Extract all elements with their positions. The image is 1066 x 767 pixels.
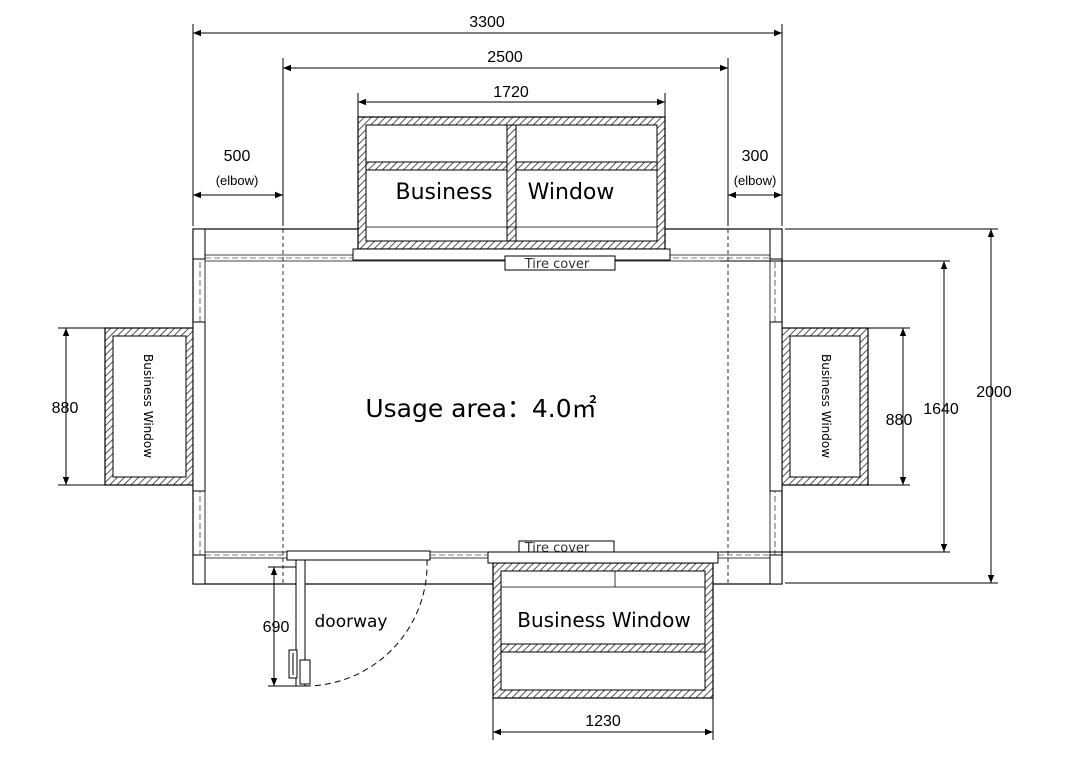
dim-2500-label: 2500 — [487, 49, 523, 66]
dim-1640-label: 1640 — [923, 401, 959, 418]
dim-500-label: 500 — [224, 148, 251, 165]
dim-300-label: 300 — [742, 148, 769, 165]
dimension-lines — [62, 29, 995, 736]
right-window-label: Business Window — [819, 354, 833, 458]
tire-cover-top-label: Tire cover — [524, 257, 590, 272]
dimension-labels: 3300 2500 1720 500 (elbow) 300 (elbow) 8… — [52, 14, 1012, 730]
dim-3300-label: 3300 — [469, 14, 505, 31]
tire-cover-top: Tire cover — [504, 255, 616, 272]
doorway-label: doorway — [315, 612, 388, 632]
doorway: doorway — [286, 550, 431, 687]
dim-500-note: (elbow) — [216, 173, 259, 188]
left-window-label: Business Window — [141, 354, 155, 458]
dim-1720-label: 1720 — [493, 84, 529, 101]
dim-2000-label: 2000 — [976, 384, 1012, 401]
door-handle-icon — [288, 649, 311, 685]
top-window-label-window: Window — [528, 180, 615, 205]
top-business-window: Business Window — [352, 116, 671, 261]
dim-1230-label: 1230 — [585, 713, 621, 730]
right-business-window: Business Window — [769, 321, 869, 492]
dim-880-right-label: 880 — [886, 412, 913, 429]
left-business-window: Business Window — [104, 321, 206, 492]
dim-300-note: (elbow) — [734, 173, 777, 188]
bottom-window-label: Business Window — [517, 608, 690, 632]
dim-880-left-label: 880 — [52, 400, 79, 417]
top-window-label-business: Business — [395, 180, 492, 205]
usage-area-label: Usage area：4.0㎡ — [365, 394, 596, 423]
dim-690-label: 690 — [263, 619, 290, 636]
bottom-business-window: Business Window — [487, 551, 719, 699]
